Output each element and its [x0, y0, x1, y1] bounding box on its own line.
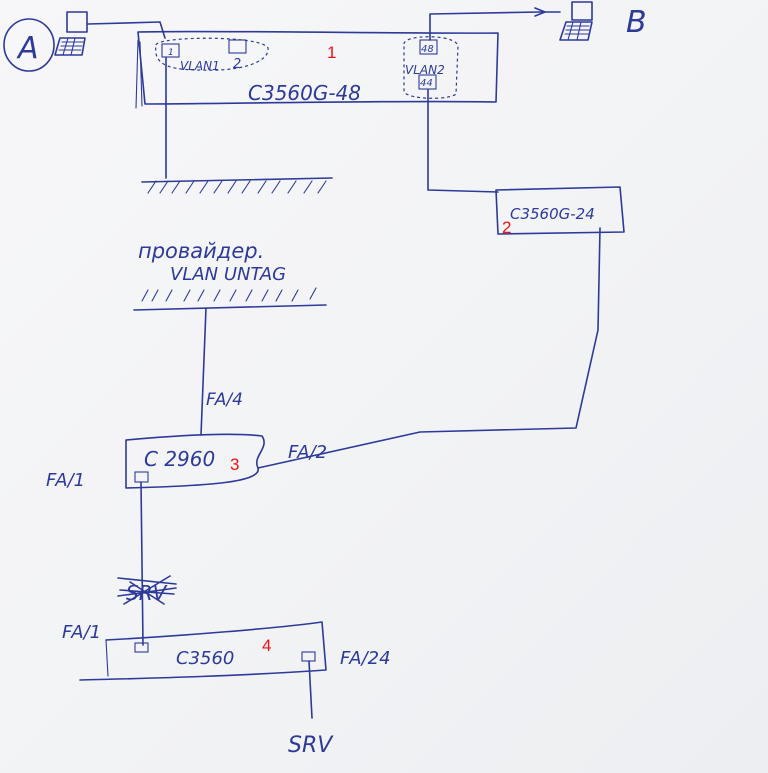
switch4-port-fa1 — [134, 642, 149, 653]
switch1-port-48 — [419, 39, 438, 55]
switch1-chassis — [137, 30, 499, 105]
switch3-number: 3 — [230, 455, 239, 474]
provider-block: провайдер. VLAN UNTAG — [133, 239, 327, 311]
endpoint-a-label: A — [16, 31, 39, 66]
endpoint-a-circle — [3, 18, 55, 72]
vlan1-label: VLAN1 — [180, 59, 220, 73]
switch1-port-2 — [228, 39, 247, 54]
server-label: SRV — [288, 733, 334, 758]
vlan1-port-2-label: 2 — [233, 57, 241, 72]
crossed-out-srv: SRV — [117, 575, 177, 605]
provider-label: провайдер. — [138, 239, 264, 263]
switch3-model: C 2960 — [144, 447, 215, 471]
switch1-port-48-label: 48 — [421, 44, 434, 55]
link-switch2-to-switch3 — [257, 227, 601, 469]
switch3-port-fa2: FA/2 — [288, 442, 327, 463]
switch1-model: C3560G-48 — [248, 81, 361, 105]
switch3-port-fa1 — [134, 471, 149, 483]
switch1-port-1-label: 1 — [168, 48, 174, 58]
endpoint-a: A — [3, 11, 88, 72]
vlan2-label: VLAN2 — [405, 63, 445, 77]
strike-lines — [117, 575, 177, 605]
switch2: C3560G-24 2 — [495, 186, 625, 237]
switch3-port-fa1-label: FA/1 — [46, 470, 85, 491]
switch1: 1 VLAN1 2 48 VLAN2 44 C3560G-48 1 — [135, 30, 499, 109]
link-switch1-to-b — [429, 11, 561, 41]
switch2-number: 2 — [502, 218, 511, 237]
switch4-port-fa24-label: FA/24 — [340, 648, 391, 669]
provider-vlan-untag: VLAN UNTAG — [170, 264, 286, 285]
vlan1-group — [155, 37, 269, 71]
link-a-to-switch1 — [87, 21, 166, 39]
link-provider-to-switch3 — [200, 307, 207, 436]
switch2-chassis — [495, 186, 625, 235]
switch4-model: C3560 — [176, 648, 234, 669]
laptop-a-icon — [54, 11, 88, 56]
switch2-model: C3560G-24 — [510, 205, 595, 223]
switch4: C3560 4 — [79, 621, 327, 681]
laptop-b-icon — [559, 1, 593, 41]
link-switch3-to-switch4 — [140, 481, 144, 646]
endpoint-b: B — [559, 1, 647, 41]
arrow-to-b-icon — [534, 7, 546, 17]
switch3-chassis — [125, 433, 265, 489]
switch1-port-1 — [161, 43, 180, 58]
endpoint-b-label: B — [626, 5, 647, 40]
switch1-number: 1 — [327, 43, 336, 62]
provider-hatch-bottom — [133, 287, 327, 311]
link-switch4-to-server — [308, 660, 313, 719]
switch4-port-fa24 — [301, 651, 316, 662]
vlan2-group — [403, 36, 459, 99]
switch1-port-44-label: 44 — [420, 78, 433, 89]
switch4-chassis — [79, 621, 327, 681]
switch4-number: 4 — [262, 636, 271, 655]
switch1-port-44 — [418, 74, 437, 90]
provider-hatch-top — [141, 177, 333, 194]
switch3: C 2960 3 — [125, 433, 265, 489]
switch4-port-fa1-label: FA/1 — [62, 622, 101, 643]
switch3-port-fa4: FA/4 — [206, 390, 243, 410]
link-switch1-to-switch2 — [427, 89, 499, 193]
